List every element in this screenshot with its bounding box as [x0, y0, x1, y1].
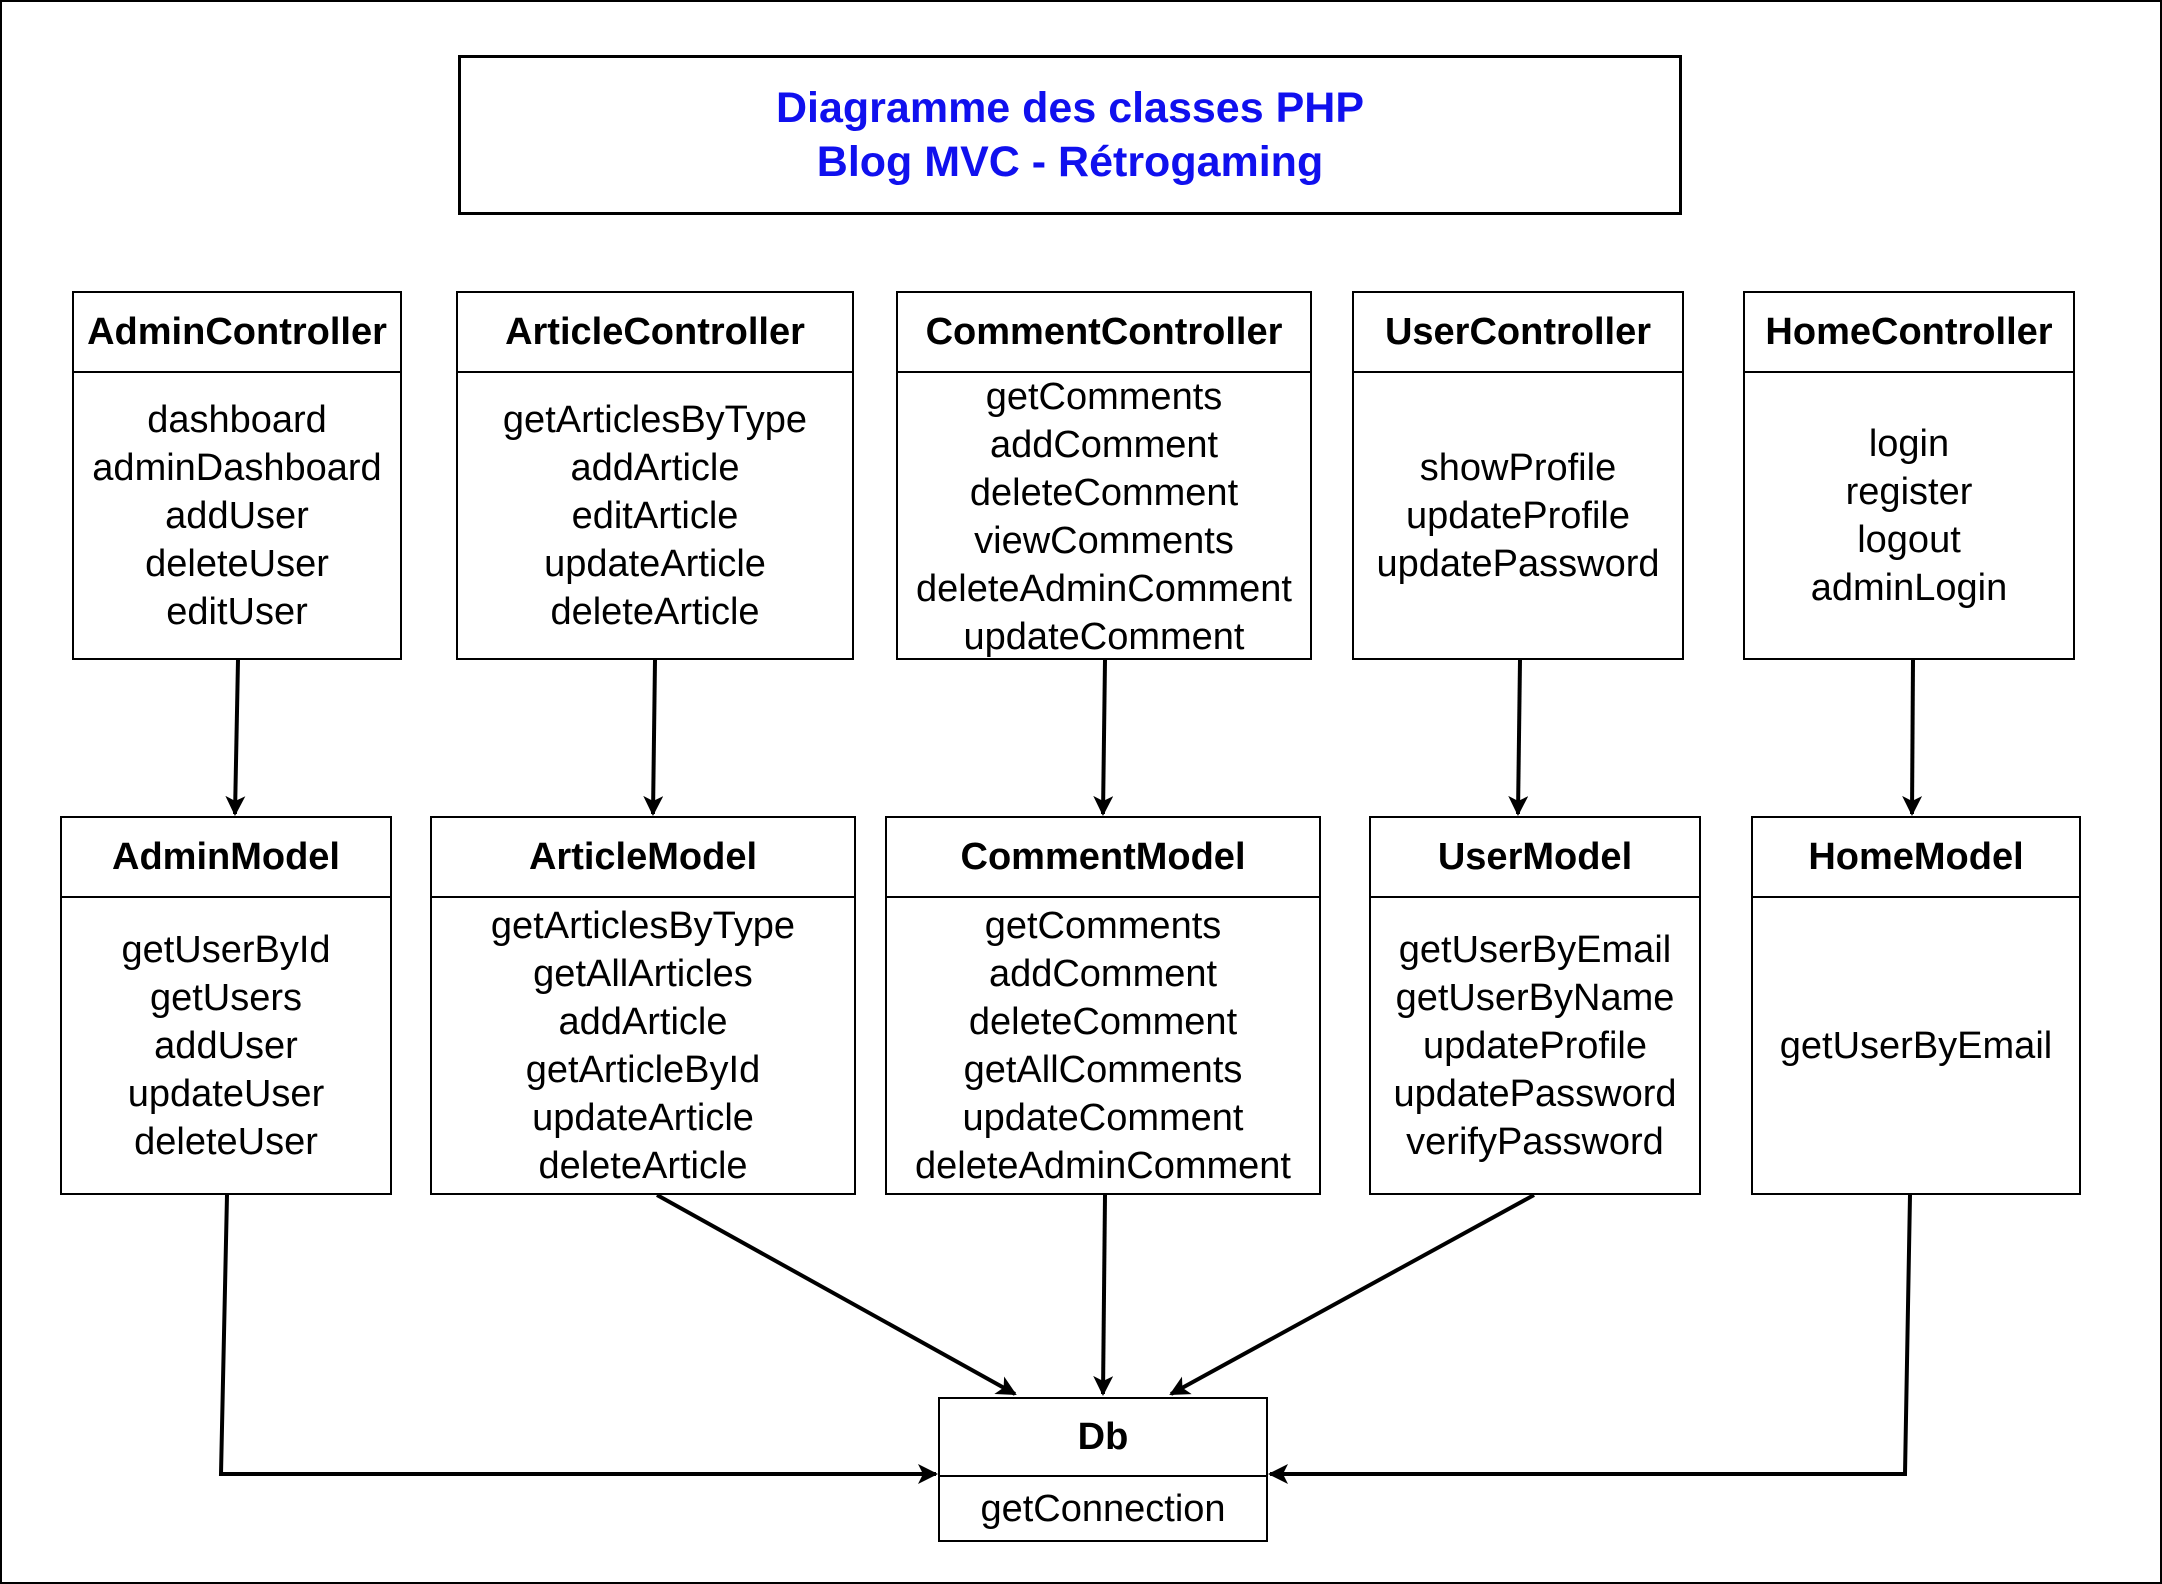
arrow-admincontroller-to-adminmodel — [225, 659, 246, 816]
method-item: getUserById — [121, 928, 331, 971]
method-list: getUserById getUsers addUser updateUser … — [62, 898, 390, 1193]
class-homecontroller: HomeController login register logout adm… — [1743, 291, 2075, 660]
method-item: viewComments — [974, 520, 1234, 562]
class-db: Db getConnection — [938, 1397, 1268, 1542]
class-name: UserController — [1354, 293, 1682, 373]
method-item: addUser — [165, 494, 309, 537]
method-item: adminLogin — [1810, 566, 2008, 609]
method-item: updateArticle — [544, 542, 766, 585]
method-item: deleteUser — [145, 542, 329, 585]
method-item: addUser — [154, 1024, 298, 1067]
method-item: getUserByEmail — [1398, 928, 1672, 971]
method-list: showProfile updateProfile updatePassword — [1354, 373, 1682, 658]
method-item: register — [1845, 470, 1973, 513]
method-item: addComment — [988, 952, 1218, 995]
method-item: updateUser — [127, 1072, 325, 1115]
method-item: updateProfile — [1423, 1024, 1647, 1067]
method-item: addComment — [989, 424, 1219, 466]
method-item: updatePassword — [1376, 542, 1660, 585]
method-item: deleteComment — [968, 1000, 1238, 1043]
arrow-homecontroller-to-homemodel — [1902, 659, 1923, 816]
method-item: getArticlesByType — [502, 398, 808, 441]
method-list: getArticlesByType getAllArticles addArti… — [432, 898, 854, 1193]
method-item: getUsers — [149, 976, 303, 1019]
class-name: ArticleController — [458, 293, 852, 373]
class-usermodel: UserModel getUserByEmail getUserByName u… — [1369, 816, 1701, 1195]
arrow-articlemodel-to-db — [656, 1193, 1017, 1396]
method-list: login register logout adminLogin — [1745, 373, 2073, 658]
method-item: getArticlesByType — [490, 904, 796, 947]
class-name: HomeController — [1745, 293, 2073, 373]
method-item: getAllArticles — [533, 952, 753, 995]
method-item: getArticleById — [525, 1048, 761, 1091]
class-name: CommentController — [898, 293, 1310, 373]
method-list: getUserByEmail — [1753, 898, 2079, 1193]
method-list: getComments addComment deleteComment get… — [887, 898, 1319, 1193]
arrow-homemodel-to-db — [1268, 1194, 1912, 1484]
method-item: dashboard — [147, 398, 327, 441]
method-item: updateComment — [963, 616, 1245, 658]
method-item: login — [1868, 422, 1950, 465]
class-name: ArticleModel — [432, 818, 854, 898]
method-item: addArticle — [558, 1000, 728, 1043]
class-articlemodel: ArticleModel getArticlesByType getAllArt… — [430, 816, 856, 1195]
method-item: getAllComments — [963, 1048, 1243, 1091]
class-name: CommentModel — [887, 818, 1319, 898]
method-item: getComments — [985, 376, 1223, 418]
method-list: getConnection — [940, 1477, 1266, 1540]
method-item: verifyPassword — [1406, 1120, 1664, 1163]
arrow-articlecontroller-to-articlemodel — [643, 659, 664, 816]
arrow-usermodel-to-db — [1169, 1193, 1535, 1396]
method-item: deleteUser — [134, 1120, 318, 1163]
method-item: getUserByName — [1395, 976, 1675, 1019]
method-item: updateArticle — [532, 1096, 754, 1139]
method-item: getComments — [984, 904, 1222, 947]
method-item: updateComment — [962, 1096, 1244, 1139]
method-item: adminDashboard — [92, 446, 382, 489]
class-name: AdminController — [74, 293, 400, 373]
method-item: updatePassword — [1393, 1072, 1677, 1115]
method-list: getComments addComment deleteComment vie… — [898, 373, 1310, 661]
method-item: deleteAdminComment — [915, 1144, 1291, 1187]
method-item: showProfile — [1419, 446, 1617, 489]
method-item: updateProfile — [1406, 494, 1630, 537]
diagram-title-box: Diagramme des classes PHP Blog MVC - Rét… — [458, 55, 1682, 215]
diagram-title-line-2: Blog MVC - Rétrogaming — [816, 138, 1324, 186]
class-articlecontroller: ArticleController getArticlesByType addA… — [456, 291, 854, 660]
class-name: Db — [940, 1399, 1266, 1477]
method-item: editArticle — [571, 494, 739, 537]
method-item: deleteArticle — [538, 1144, 748, 1187]
method-item: addArticle — [570, 446, 740, 489]
class-name: HomeModel — [1753, 818, 2079, 898]
class-name: UserModel — [1371, 818, 1699, 898]
method-item: logout — [1857, 518, 1961, 561]
arrow-adminmodel-to-db — [218, 1194, 938, 1484]
class-adminmodel: AdminModel getUserById getUsers addUser … — [60, 816, 392, 1195]
arrow-commentmodel-to-db — [1093, 1194, 1114, 1396]
method-item: deleteAdminComment — [916, 568, 1292, 610]
method-item: getConnection — [980, 1487, 1226, 1530]
method-list: getUserByEmail getUserByName updateProfi… — [1371, 898, 1699, 1193]
method-item: editUser — [166, 590, 308, 633]
arrow-usercontroller-to-usermodel — [1508, 659, 1529, 816]
class-admincontroller: AdminController dashboard adminDashboard… — [72, 291, 402, 660]
class-commentmodel: CommentModel getComments addComment dele… — [885, 816, 1321, 1195]
class-name: AdminModel — [62, 818, 390, 898]
method-item: getUserByEmail — [1779, 1024, 2053, 1067]
method-item: deleteComment — [969, 472, 1239, 514]
method-item: deleteArticle — [550, 590, 760, 633]
diagram-title-line-1: Diagramme des classes PHP — [776, 84, 1364, 132]
arrow-commentcontroller-to-commentmodel — [1093, 659, 1114, 816]
method-list: dashboard adminDashboard addUser deleteU… — [74, 373, 400, 658]
method-list: getArticlesByType addArticle editArticle… — [458, 373, 852, 658]
class-commentcontroller: CommentController getComments addComment… — [896, 291, 1312, 660]
class-usercontroller: UserController showProfile updateProfile… — [1352, 291, 1684, 660]
class-homemodel: HomeModel getUserByEmail — [1751, 816, 2081, 1195]
